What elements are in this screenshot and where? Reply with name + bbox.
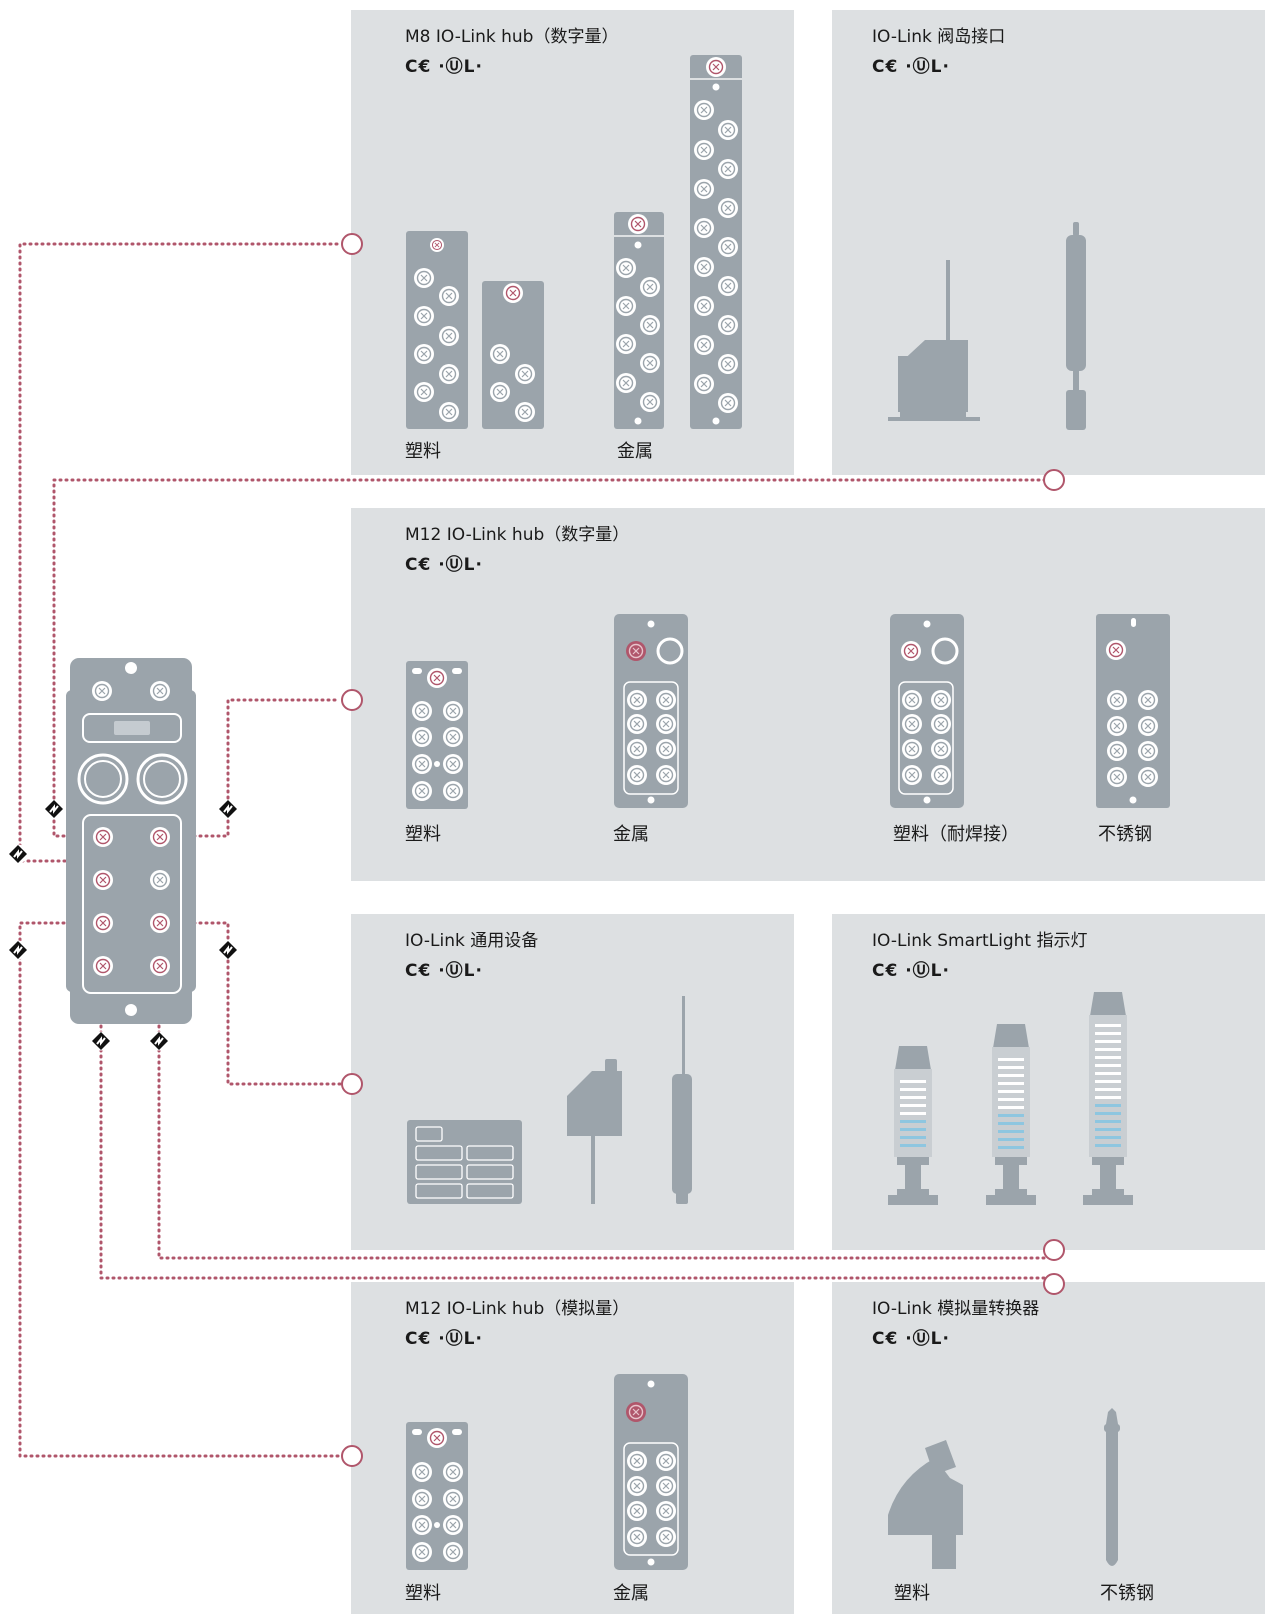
cert-marks: C€ ·ⓊL· xyxy=(405,1329,483,1349)
panel-title: IO-Link SmartLight 指示灯 xyxy=(872,931,1088,951)
caption-metal: 金属 xyxy=(613,1583,649,1604)
panel-valve-interface: IO-Link 阀岛接口 C€ ·ⓊL· xyxy=(832,10,1265,475)
valve-interface-plug xyxy=(888,260,980,421)
panel-analog-converter: IO-Link 模拟量转换器 C€ ·ⓊL· 塑料 不锈钢 xyxy=(832,1282,1265,1614)
m12-analog-hub-metal xyxy=(614,1374,688,1570)
caption-plastic: 塑料 xyxy=(405,824,441,845)
caption-plastic-weld: 塑料（耐焊接） xyxy=(893,824,1019,845)
endpoint-circles xyxy=(341,233,1065,1467)
panel-title: IO-Link 模拟量转换器 xyxy=(872,1299,1040,1319)
io-link-sensor-box xyxy=(567,1059,622,1204)
panel-title: IO-Link 阀岛接口 xyxy=(872,27,1006,47)
m8-hub-metal-short xyxy=(614,212,664,429)
m8-hub-metal-long xyxy=(690,55,742,429)
cert-marks: C€ ·ⓊL· xyxy=(872,57,950,77)
m8-hub-plastic-large xyxy=(406,231,468,429)
cert-marks: C€ ·ⓊL· xyxy=(872,961,950,981)
panel-title: IO-Link 通用设备 xyxy=(405,931,539,951)
analog-converter-plastic xyxy=(888,1440,963,1569)
m12-hub-plastic xyxy=(406,661,468,809)
panel-title: M8 IO-Link hub（数字量） xyxy=(405,27,619,47)
io-link-master-device xyxy=(66,658,196,1024)
caption-plastic: 塑料 xyxy=(405,441,441,462)
caption-stainless: 不锈钢 xyxy=(1098,824,1152,845)
m12-hub-stainless xyxy=(1096,614,1170,808)
cert-marks: C€ ·ⓊL· xyxy=(872,1329,950,1349)
io-link-probe xyxy=(672,996,692,1204)
cert-marks: C€ ·ⓊL· xyxy=(405,57,483,77)
caption-stainless: 不锈钢 xyxy=(1100,1583,1154,1604)
cert-marks: C€ ·ⓊL· xyxy=(405,961,483,981)
analog-converter-stainless xyxy=(1104,1408,1120,1566)
smartlight-tower-short xyxy=(888,1046,938,1205)
cert-marks: C€ ·ⓊL· xyxy=(405,555,483,575)
valve-interface-rod xyxy=(1066,222,1086,430)
caption-plastic: 塑料 xyxy=(405,1583,441,1604)
m12-analog-hub-plastic xyxy=(406,1422,468,1570)
m12-hub-metal xyxy=(614,614,688,808)
smartlight-tower-medium xyxy=(986,1024,1036,1205)
smartlight-tower-tall xyxy=(1083,992,1133,1205)
m12-hub-plastic-weld xyxy=(890,614,964,808)
caption-metal: 金属 xyxy=(613,824,649,845)
caption-metal: 金属 xyxy=(617,441,653,462)
io-link-general-module xyxy=(407,1120,522,1204)
m8-hub-plastic-small xyxy=(482,281,544,429)
panel-title: M12 IO-Link hub（数字量） xyxy=(405,525,630,545)
panel-title: M12 IO-Link hub（模拟量） xyxy=(405,1299,630,1319)
caption-plastic: 塑料 xyxy=(894,1583,930,1604)
